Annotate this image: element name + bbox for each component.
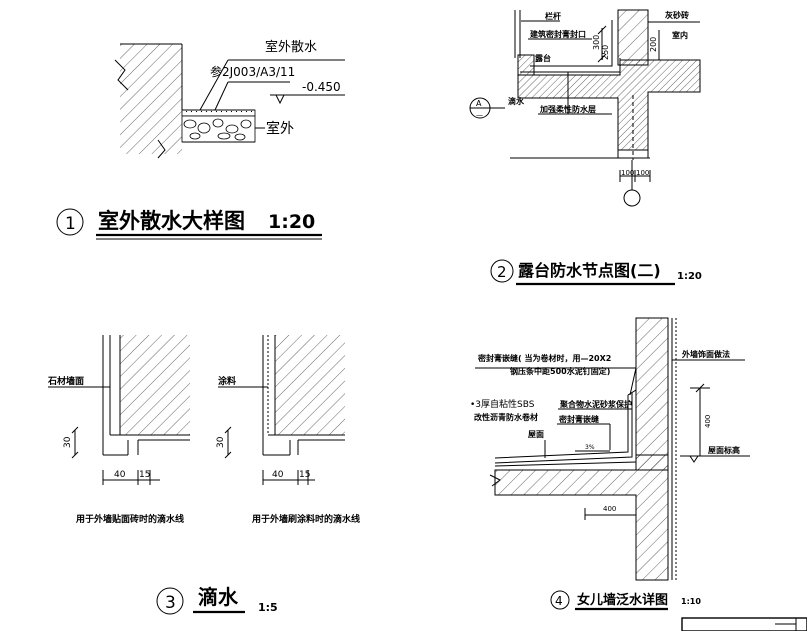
dim-40-left: 40 (114, 470, 126, 480)
upper-wall (617, 9, 649, 66)
caption-right: 用于外墙刷涂料时的滴水线 (251, 513, 360, 525)
label-terrace: 露台 (535, 53, 551, 63)
callout-outdoor-apron: 室外散水 (265, 39, 317, 55)
apron-surface (181, 109, 256, 117)
section-sub: — (476, 111, 483, 119)
label-sealant: 建筑密封膏封口 (529, 29, 586, 39)
dim-30-right: 30 (216, 436, 226, 448)
elevation-value: -0.450 (302, 80, 341, 94)
dim-30-left: 30 (63, 436, 73, 448)
detail-3-drip-line: 石材墙面 30 40 15 涂料 30 40 15 (47, 335, 360, 615)
label-sealant-line1: 密封膏嵌缝( 当为卷材时，用—20X2 (477, 353, 611, 363)
label-stone: 石材墙面 (47, 375, 84, 387)
label-slope: 3% (585, 444, 595, 451)
elevation-marker (275, 94, 285, 105)
detail-number: 4 (555, 594, 563, 608)
dim-250: 250 (601, 45, 610, 60)
detail-number-circle (550, 590, 570, 610)
detail-scale: 1:20 (268, 211, 315, 233)
label-indoor: 室内 (672, 30, 688, 40)
parapet-wall (635, 317, 669, 471)
dim-300: 300 (592, 35, 601, 50)
detail-title: 滴水 (198, 585, 239, 609)
dim-100-b: 100 (636, 169, 649, 177)
label-tile: 灰砂砖 (665, 10, 689, 20)
callout-outdoor: 室外 (266, 120, 294, 137)
caption-left: 用于外墙贴面砖时的滴水线 (75, 513, 184, 525)
label-railing: 栏杆 (545, 11, 561, 21)
detail-number-circle (56, 208, 84, 236)
detail-number: 1 (65, 214, 76, 234)
dim-100-a: 100 (621, 169, 634, 177)
detail-number: 2 (497, 263, 507, 281)
label-paint: 涂料 (218, 375, 236, 387)
label-roof: 屋面 (528, 429, 544, 439)
section-letter: A (476, 99, 482, 108)
title-block-corner (681, 617, 807, 631)
dim-400-horizontal: 400 (603, 505, 616, 513)
detail-title: 室外散水大样图 (98, 209, 245, 233)
dim-15-right: 15 (299, 470, 310, 480)
detail-2-terrace-waterproofing: 300 250 200 100 100 栏杆 建筑密封膏封口 露台 滴水 加强柔… (469, 9, 702, 286)
dim-400-vertical: 400 (704, 415, 712, 428)
detail-number: 3 (165, 593, 176, 613)
label-sealant-joint: 密封膏嵌缝 (558, 414, 599, 424)
detail-number-circle (156, 587, 184, 615)
detail-1-outdoor-apron: 室外散水 参2J003/A3/11 -0.450 室外 1 室外散水大样图 1:… (56, 39, 345, 240)
dim-40-right: 40 (272, 470, 284, 480)
detail-scale: 1:10 (681, 597, 701, 606)
label-sealant-line2: 钢压条中距500水泥钉固定) (510, 366, 610, 376)
label-sbs-line2: 改性沥青防水卷材 (474, 412, 538, 422)
detail-scale: 1:20 (677, 271, 702, 282)
detail-scale: 1:5 (258, 601, 278, 614)
roof-slab (494, 454, 669, 581)
dim-200: 200 (649, 37, 658, 52)
axis-circle (623, 189, 641, 207)
wall-hatch-left (120, 335, 190, 435)
detail-title: 女儿墙泛水详图 (577, 592, 668, 608)
label-drip: 滴水 (508, 96, 525, 106)
wall-hatch-right (275, 335, 345, 435)
break-line (114, 59, 129, 91)
label-roof-elevation: 屋面标高 (708, 445, 740, 455)
label-wall-finish: 外墙饰面做法 (682, 349, 730, 359)
label-mortar: 聚合物水泥砂浆保护 (559, 399, 632, 409)
callout-reference: 参2J003/A3/11 (210, 64, 295, 79)
gravel-stones (183, 118, 252, 141)
label-sbs-line1: •3厚自粘性SBS (470, 398, 535, 410)
detail-title: 露台防水节点图(二) (518, 261, 661, 280)
wall-hatch (120, 44, 182, 154)
detail-4-parapet-flashing: 密封膏嵌缝( 当为卷材时，用—20X2 钢压条中距500水泥钉固定) •3厚自粘… (470, 317, 750, 611)
detail-number-circle (490, 259, 514, 283)
dim-15-left: 15 (139, 470, 150, 480)
